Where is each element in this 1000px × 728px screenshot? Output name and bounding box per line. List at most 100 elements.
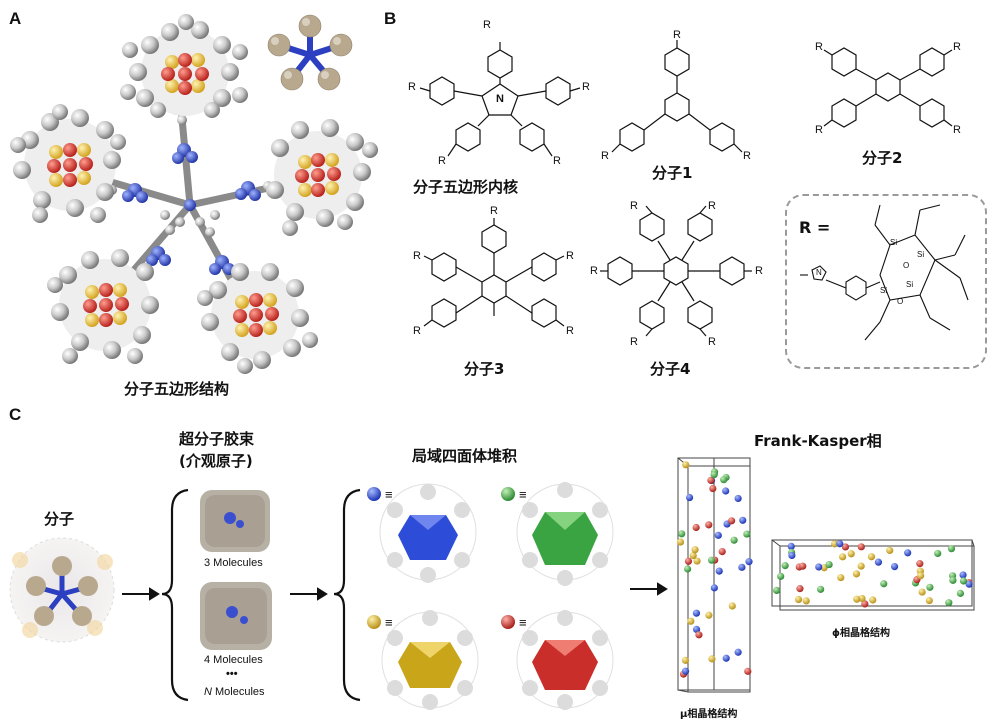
lattice-atom (796, 585, 804, 593)
r-label: R (566, 325, 574, 337)
phi-phase-label: ϕ相晶格结构 (832, 628, 890, 639)
r-label: R (953, 124, 961, 136)
oxygen-atom-label: O (897, 297, 904, 306)
lattice-atom (710, 584, 718, 592)
r-label: R (743, 150, 751, 162)
lattice-atom (773, 586, 781, 595)
micelle-title: 超分子胶束 (179, 430, 255, 448)
polyhedron-yellow-render (381, 610, 479, 710)
lattice-atom (709, 484, 717, 493)
lattice-atom (734, 494, 742, 503)
panel-letter-c: C (9, 405, 22, 424)
micelle-n-label: N Molecules (204, 686, 265, 698)
molecule-4-label: 分子4 (650, 360, 691, 378)
arrow-right-3 (630, 582, 668, 596)
r-label: R (755, 265, 763, 277)
blue-site-sphere (367, 487, 381, 501)
lattice-atom (692, 609, 701, 617)
polyhedron-green-render (516, 482, 614, 586)
equiv-symbol: ≡ (519, 615, 527, 630)
lattice-atom (858, 594, 866, 603)
lattice-atom (874, 558, 883, 566)
lattice-atom (852, 570, 861, 578)
lattice-atom (707, 556, 716, 564)
mu-phase-label: μ相晶格结构 (680, 709, 738, 720)
r-label: R (953, 41, 961, 53)
lattice-atom (857, 562, 865, 570)
lattice-atom (728, 517, 736, 525)
lattice-atom (676, 538, 685, 546)
poss-cluster-right (266, 119, 378, 236)
pyrrole-n-label: N (496, 93, 504, 105)
r-label: R (413, 325, 421, 337)
lattice-atom (934, 549, 942, 558)
yellow-site-sphere (367, 615, 381, 629)
lattice-atom (959, 577, 968, 585)
lattice-atom (730, 536, 738, 544)
lattice-atom (945, 599, 953, 607)
si-atom-label: Si (880, 286, 888, 295)
lattice-atom (794, 595, 803, 604)
lattice-atom (886, 546, 894, 555)
lattice-atom (925, 596, 933, 605)
lattice-atom (926, 583, 934, 591)
poss-cluster-top (120, 14, 248, 118)
r-label: R (673, 29, 681, 41)
r-label: R (553, 155, 561, 167)
lattice-atom (707, 476, 715, 484)
panel-letter-b: B (384, 9, 397, 28)
lattice-atom (904, 549, 912, 557)
lattice-atom (681, 656, 690, 664)
micelle-n-suffix: Molecules (211, 686, 265, 698)
lattice-atom (802, 597, 810, 605)
curly-brace-1 (161, 488, 189, 702)
r-label: R (601, 150, 609, 162)
lattice-atom (734, 648, 742, 656)
lattice-atom (720, 476, 728, 484)
molecule-1-label: 分子1 (652, 164, 693, 182)
core-label: 分子五边形内核 (413, 178, 519, 196)
lattice-atom (949, 576, 957, 584)
lattice-atom (830, 540, 839, 548)
lattice-atom (692, 523, 700, 532)
mu-phase-lattice (676, 457, 753, 693)
lattice-atom (695, 631, 703, 639)
equiv-symbol: ≡ (385, 487, 393, 502)
lattice-atom (959, 571, 967, 579)
micelle-n-symbol: N (204, 686, 212, 698)
lattice-atom (853, 595, 861, 603)
lattice-atom (839, 553, 847, 561)
si-atom-label: Si (917, 250, 925, 259)
lattice-atom (708, 655, 716, 663)
arrow-right-2 (290, 587, 328, 601)
lattice-atom (956, 589, 965, 597)
molecule-label: 分子 (44, 510, 75, 528)
poss-cluster-bottom-right (197, 263, 318, 374)
lattice-atom (739, 516, 747, 524)
lattice-atom (684, 565, 692, 573)
si-atom-label: Si (890, 238, 898, 247)
lattice-atom (705, 611, 713, 619)
arrow-right-1 (122, 587, 160, 601)
molecule-render (9, 537, 115, 643)
r-label: R (708, 336, 716, 348)
lattice-atom (745, 558, 753, 566)
lattice-atom (692, 625, 701, 634)
pentagon-schematic-icon (267, 14, 353, 91)
lattice-atom (681, 667, 690, 675)
lattice-atom (718, 547, 726, 556)
poss-cluster-left (10, 104, 126, 223)
oxygen-atom-label: O (903, 261, 910, 270)
si-atom-label: Si (906, 280, 914, 289)
lattice-atom (722, 654, 730, 662)
lattice-atom (799, 562, 807, 570)
r-label: R (483, 19, 491, 31)
lattice-atom (691, 546, 699, 554)
r-label: R (630, 200, 638, 212)
frank-kasper-title: Frank-Kasper相 (754, 432, 882, 450)
lattice-atom (917, 572, 925, 580)
lattice-atom (689, 551, 697, 560)
lattice-atom (781, 562, 789, 570)
curly-brace-2 (333, 488, 361, 702)
micelle-3-render (200, 490, 270, 552)
